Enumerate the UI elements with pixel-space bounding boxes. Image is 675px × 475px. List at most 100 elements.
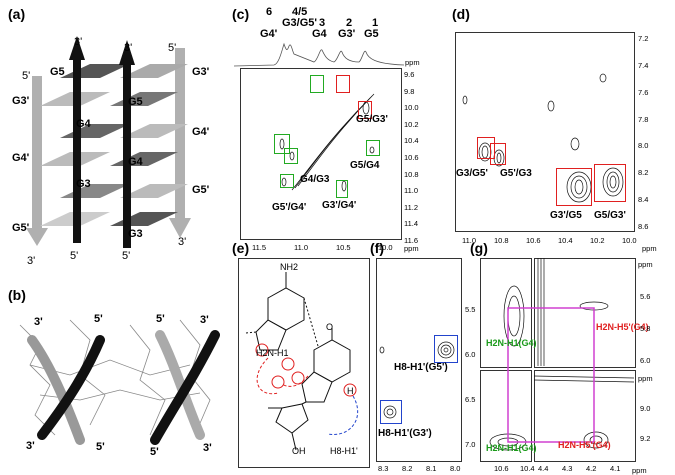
g-frame-top-right [534,258,636,368]
c-ytick-10: 11.6 [404,236,419,245]
d-ytick-0: 7.2 [638,34,649,43]
g-label-bot-red: H2N-H5'(G4) [558,440,611,450]
c-ytick-4: 10.4 [404,136,419,146]
f-xtick-0: 8.3 [378,464,389,473]
c-box-g5g3p [358,101,372,119]
g-frame-bottom-left [480,370,532,462]
g-frame-top-left [480,258,532,368]
panel-label-d: (d) [452,6,470,22]
c-ytick-8: 11.2 [404,202,419,212]
panel-label-f: (f) [370,240,384,256]
e-label-nh2: NH2 [280,262,299,272]
a-label-g3-mid: G3 [76,178,91,190]
c-box-top-right [336,75,350,93]
d-box-g5g3p [594,164,626,202]
f-spectrum-frame [376,258,462,462]
c-1d-spectrum [234,42,404,67]
d-xtick-4: 10.2 [590,236,605,245]
d-xtick-5: 10.0 [622,236,637,245]
b-end-l3: 5' [96,441,105,453]
d-label-g5pg3: G5'/G3 [500,168,532,179]
b-end-r2: 3' [200,314,209,326]
b-end-r1: 5' [156,313,165,325]
d-spectrum-frame [455,32,635,232]
c-xtick-2: 10.5 [336,243,351,252]
f-xtick-3: 8.0 [450,464,461,473]
c-peak-6: 6 [266,6,273,18]
panel-label-b: (b) [8,287,26,303]
g-xtick-right-2: 4.2 [586,464,597,473]
g-bottom-unit: ppm [638,374,653,383]
g-label-top-green: H2N-H1(G4) [486,338,537,348]
f-xtick-1: 8.2 [402,464,413,473]
c-label-g5pg4p: G5'/G4' [272,202,307,213]
c-label-g5g4: G5/G4 [350,160,380,171]
c-label-g3pg4p: G3'/G4' [322,200,357,211]
e-label-h: H [347,386,354,396]
c-box-g5g4 [366,140,380,156]
f-box-g5p [434,335,458,363]
a-end-3p-bottom-left: 3' [27,255,36,267]
a-label-g4p-left: G4' [12,152,30,164]
c-xtick-0: 11.5 [252,243,267,252]
d-ytick-3: 7.8 [638,114,649,124]
d-box-g3pg5 [556,168,592,206]
f-ytick-1: 6.0 [465,350,476,359]
d-box-g3g5p [477,137,495,159]
a-label-g5-mid: G5 [128,96,143,108]
c-peak-g5: G5 [364,28,379,40]
quadruplex-schematic [26,36,191,248]
a-label-g5p-right: G5' [192,184,210,196]
panel-label-c: (c) [232,6,250,22]
b-end-l1: 3' [34,316,43,328]
c-xtick-1: 11.0 [294,243,309,252]
e-label-o: O [326,322,334,332]
c-box-g5pg4p-upper [274,134,290,154]
a-end-5p-left: 5' [22,70,31,82]
c-box-top-left [310,75,324,93]
f-ytick-3: 7.0 [465,440,476,449]
a-label-g4-mid2: G4 [128,156,143,168]
a-end-3p-top-mid: 3' [124,42,133,54]
e-label-h8: H8-H1' [330,446,358,456]
g-xtick-left-1: 10.4 [520,464,535,473]
g-ytick-top-2: 6.0 [640,356,651,365]
c-peak-1: 1 [372,17,379,29]
a-end-5p-bottom-mid1: 5' [70,250,79,262]
c-top-unit: ppm [405,58,420,67]
g-xtick-left-0: 10.6 [494,464,509,473]
c-box-g3pg4p [336,180,348,198]
c-xtick-3: 10.0 [378,243,393,252]
e-label-oh: OH [292,446,306,456]
b-end-r4: 3' [203,442,212,454]
f-xtick-2: 8.1 [426,464,437,473]
d-ytick-1: 7.4 [638,60,649,70]
c-peak-g3g5p: G3/G5' [282,17,318,29]
d-ytick-4: 8.0 [638,141,649,151]
f-label-h8-g3p: H8-H1'(G3') [378,428,432,439]
a-label-g5p-left: G5' [12,222,30,234]
c-box-g4g3-a [284,148,298,164]
a-end-5p-top-right: 5' [168,42,177,54]
panel-label-e: (e) [232,240,250,256]
d-xtick-1: 10.8 [494,236,509,245]
d-xtick-2: 10.6 [526,236,541,245]
a-label-g5-left: G5 [50,66,65,78]
c-label-g5g3p: G5/G3' [356,114,388,125]
d-x-unit: ppm [642,244,657,253]
c-peak-g3p: G3' [338,28,356,40]
c-peak-45: 4/5 [292,6,308,18]
d-label-g5g3p: G5/G3' [594,210,626,221]
d-ytick-7: 8.6 [638,222,649,231]
e-label-h2n-h1: H2N-H1 [256,348,289,358]
c-2d-spectrum-frame [240,68,402,240]
c-ytick-7: 11.0 [404,186,419,196]
d-xtick-3: 10.4 [558,236,573,245]
c-peak-2: 2 [346,17,353,29]
f-ytick-0: 5.5 [465,305,476,314]
a-label-g3p-left: G3' [12,95,30,107]
c-label-g4g3: G4/G3 [300,174,330,185]
a-label-g3p-right: G3' [192,66,210,78]
g-x-unit: ppm [632,466,647,475]
c-ytick-6: 10.8 [404,169,419,179]
